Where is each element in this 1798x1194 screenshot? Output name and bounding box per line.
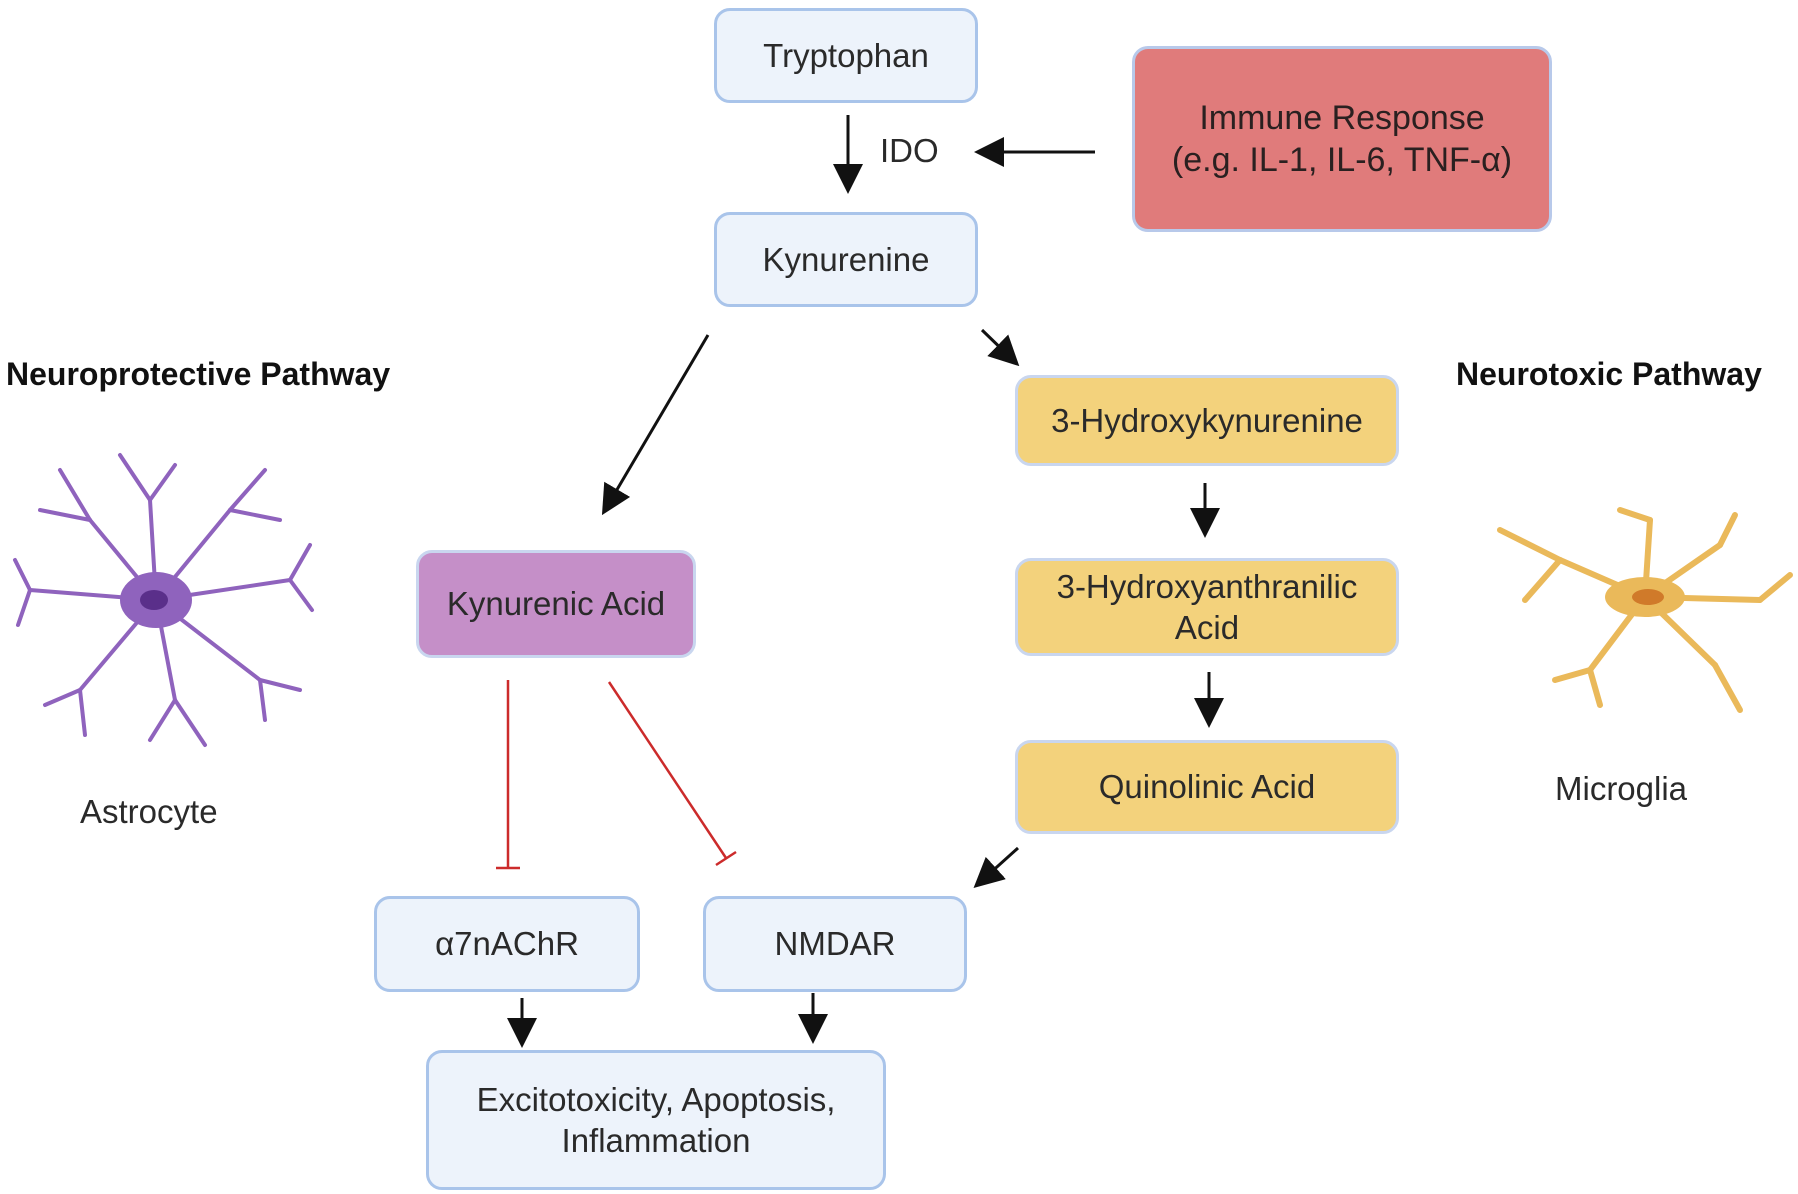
microglia-nucleus <box>1632 589 1664 605</box>
arrow-kynurenine-kynurenic <box>601 334 710 516</box>
node-quinolinic-acid: Quinolinic Acid <box>1015 740 1399 834</box>
arrow-quinolinic-nmdar <box>973 846 1020 889</box>
node-nmdar: NMDAR <box>703 896 967 992</box>
inhibit-kynurenic-nmdar <box>607 681 737 867</box>
node-3-hydroxykynurenine: 3-Hydroxykynurenine <box>1015 375 1399 466</box>
astrocyte-nucleus <box>140 590 168 610</box>
node-kynurenic-acid: Kynurenic Acid <box>416 550 696 658</box>
heading-neurotoxic: Neurotoxic Pathway <box>1456 356 1762 392</box>
node-a7nachr: α7nAChR <box>374 896 640 992</box>
node-outcome: Excitotoxicity, Apoptosis, Inflammation <box>426 1050 886 1190</box>
label-microglia: Microglia <box>1555 770 1688 807</box>
node-immune-response: Immune Response (e.g. IL-1, IL-6, TNF-α) <box>1132 46 1552 232</box>
label-astrocyte: Astrocyte <box>80 793 218 830</box>
arrow-kynurenine-hydroxykynurenine <box>980 328 1020 367</box>
node-tryptophan: Tryptophan <box>714 8 978 103</box>
astrocyte-cell-icon <box>13 453 314 747</box>
label-ido: IDO <box>880 132 939 169</box>
heading-neuroprotective: Neuroprotective Pathway <box>6 356 391 392</box>
node-3-hydroxyanthranilic-acid: 3-Hydroxyanthranilic Acid <box>1015 558 1399 656</box>
node-kynurenine: Kynurenine <box>714 212 978 307</box>
inhibit-kynurenic-a7nachr <box>496 680 520 870</box>
